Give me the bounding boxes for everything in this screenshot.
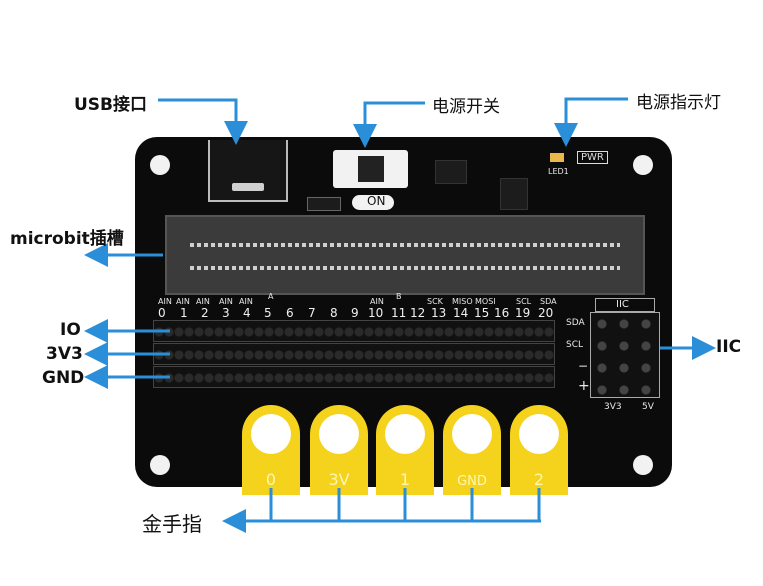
power-switch-knob [358, 156, 384, 182]
pin-number: 3 [222, 306, 230, 320]
pin-number: 0 [158, 306, 166, 320]
gold-finger-2: 2 [510, 405, 568, 495]
iic-header [590, 312, 660, 398]
gold-finger-1: 1 [376, 405, 434, 495]
pin-header-label: SCK [427, 297, 443, 306]
callout-gnd: GND [42, 368, 85, 388]
pin-number: 10 [368, 306, 384, 320]
usb-port [208, 140, 288, 202]
callout-microbit-slot: microbit插槽 [10, 229, 124, 249]
pin-number: 16 [494, 306, 510, 320]
mount-hole-top-left [150, 155, 170, 175]
iic-label-scl: SCL [566, 340, 584, 350]
iic-label-plus: + [578, 378, 590, 394]
iic-label-minus: − [578, 359, 589, 373]
pin-number: 8 [330, 306, 338, 320]
callout-power-led: 电源指示灯 [636, 93, 721, 113]
slot-pins-top [190, 243, 620, 247]
callout-gold-finger: 金手指 [142, 512, 202, 536]
pin-number: 2 [201, 306, 209, 320]
pin-header-label: AIN [158, 297, 172, 306]
pin-number: 1 [180, 306, 188, 320]
pin-number: 15 [474, 306, 490, 320]
led1-label: LED1 [548, 167, 569, 176]
pin-number: 13 [431, 306, 447, 320]
pwr-label: PWR [577, 151, 608, 164]
gold-finger-bus [222, 488, 541, 533]
iic-title: IIC [616, 299, 629, 310]
header-io [153, 320, 555, 342]
header-3v3 [153, 343, 555, 365]
iic-title-box [595, 298, 655, 312]
iic-label-sda: SDA [566, 318, 585, 328]
callout-iic: IIC [716, 337, 742, 357]
pin-header-label: SDA [540, 297, 557, 306]
iic-label-3v3: 3V3 [604, 402, 622, 412]
pin-header-label: AIN [219, 297, 233, 306]
pin-number: 12 [410, 306, 426, 320]
switch-on-badge [352, 195, 394, 210]
header-gnd [153, 366, 555, 388]
microbit-slot [165, 215, 645, 295]
regulator [500, 178, 528, 210]
pin-header-label: A [268, 292, 274, 301]
mount-hole-top-right [633, 155, 653, 175]
mount-hole-bottom-right [633, 455, 653, 475]
pin-number: 7 [308, 306, 316, 320]
chip [435, 160, 467, 184]
pin-number: 4 [243, 306, 251, 320]
switch-on-text: ON [367, 194, 386, 208]
callout-3v3: 3V3 [46, 344, 83, 364]
pin-header-label: AIN [176, 297, 190, 306]
power-led-arrow [554, 97, 628, 147]
pin-number: 11 [391, 306, 407, 320]
pin-header-label: AIN [196, 297, 210, 306]
pin-header-label: AIN [239, 297, 253, 306]
gold-finger-0: 0 [242, 405, 300, 495]
callout-io: IO [60, 320, 81, 340]
pin-header-label: MOSI [475, 297, 496, 306]
usb-arrow [158, 98, 248, 145]
pin-header-label: MISO [452, 297, 473, 306]
pin-number: 9 [351, 306, 359, 320]
led1 [550, 153, 564, 162]
iic-label-5v: 5V [642, 402, 654, 412]
capacitor [307, 197, 341, 211]
pin-number: 14 [453, 306, 469, 320]
pin-number: 5 [264, 306, 272, 320]
slot-pins-bottom [190, 266, 620, 270]
pin-header-label: B [396, 292, 402, 301]
pin-header-label: SCL [516, 297, 532, 306]
pin-number: 6 [286, 306, 294, 320]
pin-number: 20 [538, 306, 554, 320]
callout-power-switch: 电源开关 [432, 97, 500, 117]
usb-connector [232, 183, 264, 191]
gold-finger-gnd: GND [443, 405, 501, 495]
mount-hole-bottom-left [150, 455, 170, 475]
power-switch-arrow [353, 101, 425, 148]
callout-usb: USB接口 [74, 95, 148, 115]
pin-header-label: AIN [370, 297, 384, 306]
pin-number: 19 [515, 306, 531, 320]
gold-finger-3v: 3V [310, 405, 368, 495]
